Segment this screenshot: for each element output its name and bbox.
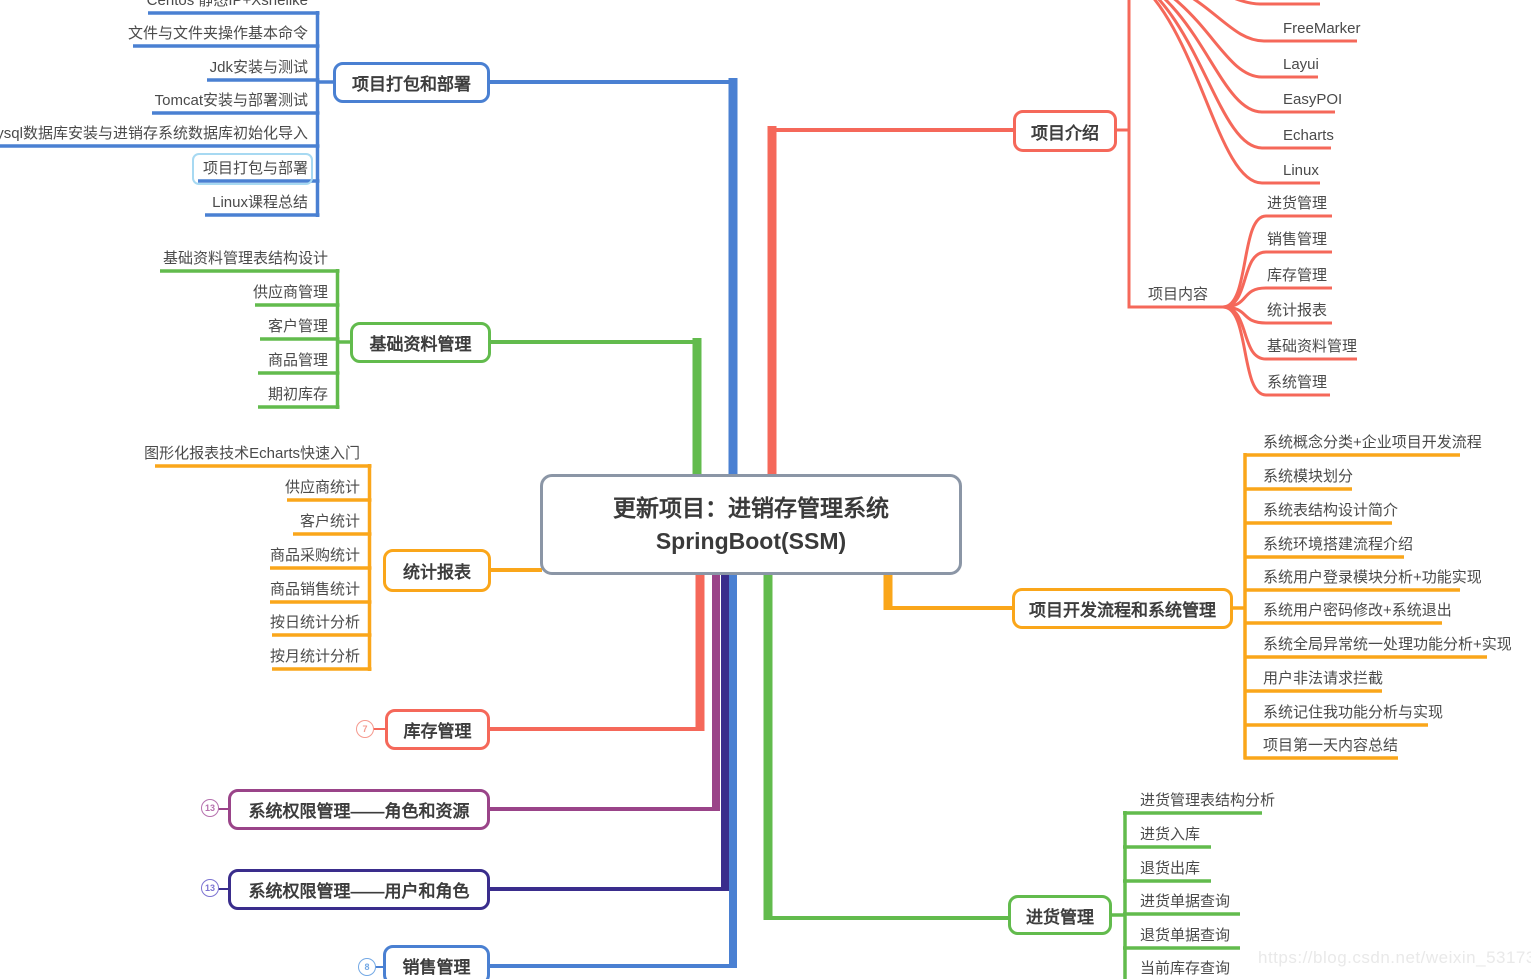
leaf-base-0[interactable]: 基础资料管理表结构设计: [162, 250, 328, 267]
perm-user-role-collapse-badge[interactable]: 13: [201, 879, 219, 897]
branch-dev-label: 项目开发流程和系统管理: [1029, 601, 1216, 620]
central-topic-title-line2: SpringBoot(SSM): [655, 527, 847, 554]
perm-role-connectors: [218, 572, 720, 811]
leaf-deploy-6[interactable]: Linux课程总结: [212, 194, 308, 211]
leaf-report-3[interactable]: 商品采购统计: [269, 547, 360, 564]
leaf-deploy-1[interactable]: 文件与文件夹操作基本命令: [127, 25, 308, 42]
leaf-report-2[interactable]: 客户统计: [299, 513, 360, 530]
leaf-purchase-0[interactable]: 进货管理表结构分析: [1140, 792, 1276, 809]
leaf-intro-tech-2[interactable]: EasyPOI: [1283, 91, 1343, 108]
leaf-content-3[interactable]: 统计报表: [1267, 302, 1328, 319]
branch-report-label: 统计报表: [403, 563, 471, 582]
leaf-base-1[interactable]: 供应商管理: [252, 284, 328, 301]
leaf-dev-7[interactable]: 用户非法请求拦截: [1263, 670, 1384, 687]
leaf-dev-4[interactable]: 系统用户登录模块分析+功能实现: [1263, 569, 1482, 586]
leaf-report-5[interactable]: 按日统计分析: [269, 614, 360, 631]
branch-perm-role-res-label: 系统权限管理——角色和资源: [248, 802, 470, 821]
branch-purchase[interactable]: 进货管理: [1008, 895, 1112, 935]
leaf-base-2[interactable]: 客户管理: [267, 318, 328, 335]
leaf-content-0[interactable]: 进货管理: [1267, 195, 1328, 212]
leaf-dev-5[interactable]: 系统用户密码修改+系统退出: [1263, 602, 1452, 619]
leaf-report-4[interactable]: 商品销售统计: [269, 581, 360, 598]
leaf-intro-tech-3[interactable]: Echarts: [1283, 127, 1334, 144]
deploy-connectors: [0, 11, 738, 968]
dev-connectors: [883, 453, 1487, 760]
branch-deploy-label: 项目打包和部署: [352, 75, 471, 94]
leaf-report-1[interactable]: 供应商统计: [284, 479, 360, 496]
report-connectors: [155, 464, 542, 671]
leaf-dev-6[interactable]: 系统全局异常统一处理功能分析+实现: [1263, 636, 1512, 653]
leaf-dev-1[interactable]: 系统模块划分: [1263, 468, 1354, 485]
node-project-content[interactable]: 项目内容: [1148, 286, 1209, 303]
sales-collapse-badge[interactable]: 8: [358, 958, 376, 976]
leaf-deploy-0[interactable]: Centos 静态IP+Xshellke: [146, 0, 308, 9]
csdn-watermark: https://blog.csdn.net/weixin_53173799: [1258, 948, 1531, 967]
branch-base-data-label: 基础资料管理: [369, 335, 472, 354]
leaf-dev-0[interactable]: 系统概念分类+企业项目开发流程: [1263, 434, 1482, 451]
leaf-content-5[interactable]: 系统管理: [1267, 374, 1328, 391]
perm-role-res-collapse-badge[interactable]: 13: [201, 799, 219, 817]
leaf-content-4[interactable]: 基础资料管理: [1267, 338, 1358, 355]
inventory-connectors: [373, 572, 705, 731]
leaf-intro-tech-0[interactable]: FreeMarker: [1283, 20, 1361, 37]
leaf-deploy-4[interactable]: Mysql数据库安装与进销存系统数据库初始化导入: [0, 125, 308, 142]
leaf-purchase-4[interactable]: 退货单据查询: [1140, 927, 1231, 944]
leaf-purchase-1[interactable]: 进货入库: [1140, 826, 1201, 843]
leaf-content-1[interactable]: 销售管理: [1267, 231, 1328, 248]
base-data-connectors: [160, 269, 702, 476]
branch-report[interactable]: 统计报表: [383, 549, 491, 592]
leaf-deploy-3[interactable]: Tomcat安装与部署测试: [154, 92, 308, 109]
inventory-collapse-badge[interactable]: 7: [356, 720, 374, 738]
leaf-base-3[interactable]: 商品管理: [267, 352, 328, 369]
leaf-purchase-2[interactable]: 退货出库: [1140, 860, 1201, 877]
leaf-report-0[interactable]: 图形化报表技术Echarts快速入门: [144, 445, 360, 462]
branch-perm-user-role[interactable]: 系统权限管理——用户和角色: [228, 869, 490, 910]
branch-sales-label: 销售管理: [402, 957, 471, 977]
branch-intro[interactable]: 项目介绍: [1013, 110, 1117, 152]
branch-intro-label: 项目介绍: [1031, 123, 1099, 143]
leaf-dev-2[interactable]: 系统表结构设计简介: [1263, 502, 1399, 519]
branch-purchase-label: 进货管理: [1026, 907, 1094, 927]
leaf-base-4[interactable]: 期初库存: [267, 386, 328, 403]
leaf-dev-8[interactable]: 系统记住我功能分析与实现: [1263, 704, 1444, 721]
central-topic-title-line1: 更新项目：进销存管理系统: [613, 494, 889, 521]
intro-connectors: [767, 0, 1357, 476]
branch-base-data[interactable]: 基础资料管理: [350, 322, 491, 363]
leaf-intro-tech-4[interactable]: Linux: [1283, 162, 1319, 179]
branch-perm-role-res[interactable]: 系统权限管理——角色和资源: [228, 789, 490, 830]
leaf-deploy-2[interactable]: Jdk安装与测试: [209, 59, 308, 76]
perm-user-connectors: [218, 572, 729, 891]
leaf-dev-3[interactable]: 系统环境搭建流程介绍: [1263, 536, 1414, 553]
branch-perm-user-role-label: 系统权限管理——用户和角色: [248, 882, 470, 901]
leaf-report-6[interactable]: 按月统计分析: [269, 648, 360, 665]
leaf-purchase-5[interactable]: 当前库存查询: [1140, 960, 1231, 977]
branch-inventory[interactable]: 库存管理: [385, 709, 490, 750]
highlight-rect: [192, 153, 313, 185]
branch-dev[interactable]: 项目开发流程和系统管理: [1012, 588, 1233, 629]
purchase-connectors: [763, 572, 1262, 979]
branch-sales[interactable]: 销售管理: [383, 945, 490, 979]
branch-deploy[interactable]: 项目打包和部署: [333, 62, 490, 103]
leaf-dev-9[interactable]: 项目第一天内容总结: [1263, 737, 1399, 754]
central-topic[interactable]: 更新项目：进销存管理系统 SpringBoot(SSM): [540, 474, 962, 575]
leaf-intro-tech-1[interactable]: Layui: [1283, 56, 1319, 73]
leaf-purchase-3[interactable]: 进货单据查询: [1140, 893, 1231, 910]
leaf-content-2[interactable]: 库存管理: [1267, 267, 1328, 284]
branch-inventory-label: 库存管理: [403, 722, 472, 741]
leaf-deploy-5-highlighted[interactable]: 项目打包与部署: [202, 160, 308, 177]
